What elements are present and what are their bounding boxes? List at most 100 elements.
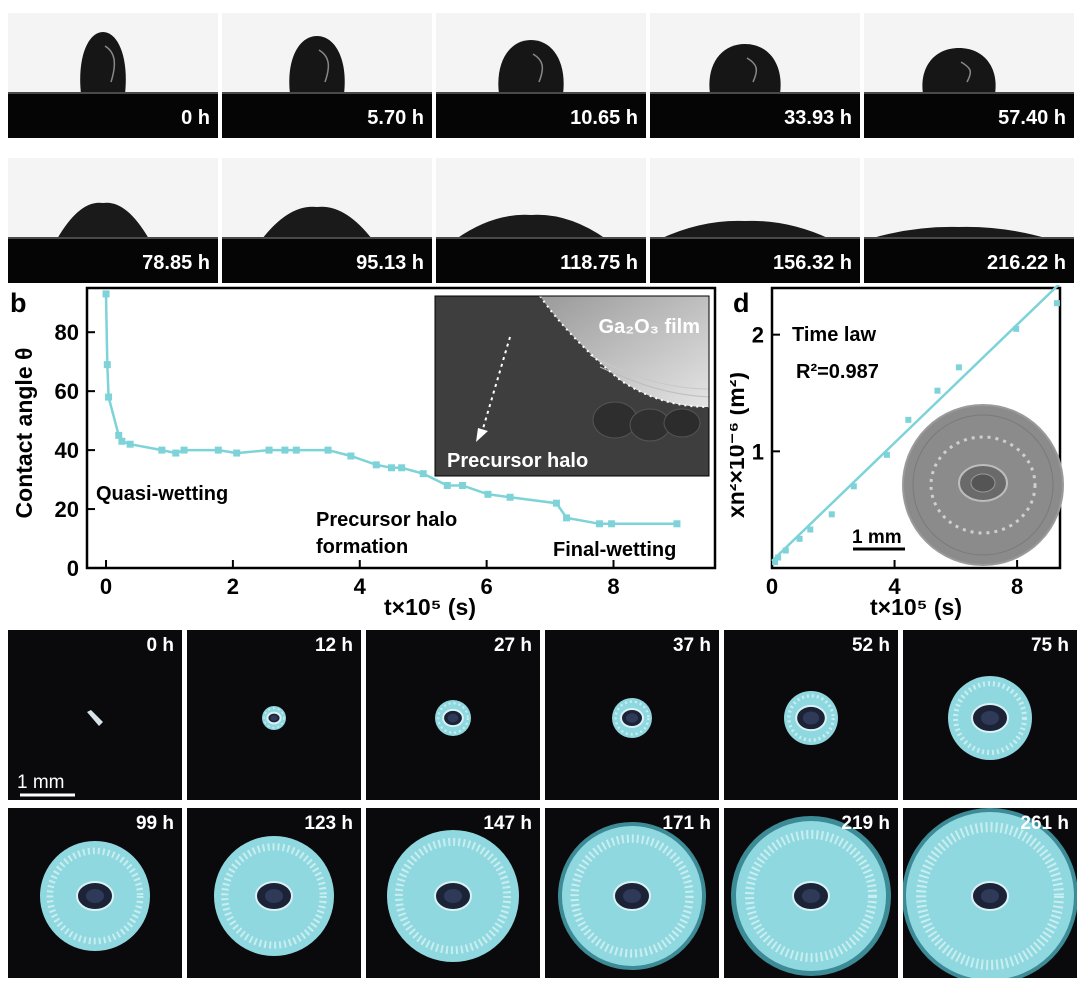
data-point xyxy=(596,520,604,528)
data-point xyxy=(782,547,789,554)
time-label: 75 h xyxy=(1030,635,1069,656)
substrate xyxy=(864,92,1074,138)
halo-image xyxy=(387,830,519,962)
inset-halo-label: Precursor halo xyxy=(447,450,588,472)
fit-line xyxy=(771,285,1061,562)
time-label: 118.75 h xyxy=(560,252,638,274)
droplet-frame: 57.40 h xyxy=(864,13,1074,138)
data-point xyxy=(158,446,166,454)
droplet-shape xyxy=(869,226,1049,239)
plot-frame xyxy=(85,286,717,570)
x-tick-label: 2 xyxy=(227,574,239,599)
data-point xyxy=(324,446,332,454)
data-point xyxy=(115,431,123,439)
halo-frame: 37 h xyxy=(545,630,719,800)
time-label: 12 h xyxy=(314,635,353,656)
time-label: 216.22 h xyxy=(987,252,1066,274)
halo-image xyxy=(558,822,706,970)
data-point xyxy=(419,470,427,478)
droplet-frame: 33.93 h xyxy=(650,13,860,138)
substrate xyxy=(864,237,1074,283)
y-tick-label: 2 xyxy=(752,323,764,348)
x-tick-label: 8 xyxy=(607,574,619,599)
time-label: 261 h xyxy=(1020,813,1069,834)
data-point xyxy=(563,514,571,522)
x-tick-label: 6 xyxy=(481,574,493,599)
data-point xyxy=(387,464,395,472)
substrate xyxy=(436,237,646,283)
substrate xyxy=(222,92,432,138)
data-point xyxy=(126,440,134,448)
halo-frame: 52 h xyxy=(724,630,898,800)
halo-image xyxy=(435,700,471,736)
data-point xyxy=(172,449,180,457)
time-label: 78.85 h xyxy=(142,252,210,274)
halo-image xyxy=(731,816,891,976)
data-point xyxy=(850,483,857,490)
precursor-halo-formation-label-1: Precursor halo xyxy=(316,509,457,531)
data-point xyxy=(118,437,126,445)
x-tick-label: 0 xyxy=(766,574,778,599)
halo-frame: 219 h xyxy=(724,808,898,978)
d-scalebar-label: 1 mm xyxy=(852,527,902,548)
data-point xyxy=(807,526,814,533)
data-point xyxy=(265,446,273,454)
b-xaxis-label: t×10⁵ (s) xyxy=(384,594,476,620)
data-point xyxy=(552,499,560,507)
halo-frame: 171 h xyxy=(545,808,719,978)
data-point xyxy=(372,461,380,469)
substrate xyxy=(436,92,646,138)
substrate xyxy=(650,92,860,138)
time-law-title: Time law xyxy=(792,324,877,346)
halo-frame: 99 h xyxy=(8,808,182,978)
data-point xyxy=(796,535,803,542)
substrate xyxy=(8,237,218,283)
data-point xyxy=(506,493,514,501)
time-label: 27 h xyxy=(493,635,532,656)
data-point xyxy=(398,464,406,472)
data-point xyxy=(347,452,355,460)
time-label: 99 h xyxy=(135,813,174,834)
droplet-shape xyxy=(80,32,126,94)
plot-frame xyxy=(770,286,1062,570)
data-point xyxy=(905,416,912,423)
data-point xyxy=(214,446,222,454)
time-label: 123 h xyxy=(304,813,353,834)
droplet-frame: 118.75 h xyxy=(436,158,646,283)
droplet-shape xyxy=(922,48,996,94)
inset-film-label: Ga₂O₃ film xyxy=(599,316,700,338)
quasi-wetting-label: Quasi-wetting xyxy=(96,483,228,505)
droplet-frame: 95.13 h xyxy=(222,158,432,283)
data-point xyxy=(102,290,110,298)
time-label: 33.93 h xyxy=(784,107,852,129)
data-point xyxy=(934,387,941,394)
halo-image xyxy=(262,706,286,730)
droplet-frame: 78.85 h xyxy=(8,158,218,283)
data-point xyxy=(673,520,681,528)
droplet-shape xyxy=(57,202,149,239)
halo-frame: 147 h xyxy=(366,808,540,978)
time-label: 0 h xyxy=(181,107,210,129)
x-tick-label: 8 xyxy=(1011,574,1023,599)
halo-image xyxy=(784,691,838,745)
time-label: 10.65 h xyxy=(570,107,638,129)
halo-image xyxy=(948,676,1032,760)
data-point xyxy=(955,364,962,371)
halo-image xyxy=(903,808,1077,978)
data-point xyxy=(775,554,782,561)
data-point xyxy=(883,451,890,458)
y-tick-label: 1 xyxy=(752,439,764,464)
data-point xyxy=(103,361,111,369)
time-label: 219 h xyxy=(841,813,890,834)
droplet-shape xyxy=(289,36,345,94)
halo-image xyxy=(214,836,334,956)
halo-frame: 27 h xyxy=(366,630,540,800)
y-tick-label: 20 xyxy=(55,497,79,522)
droplet-frame: 0 h xyxy=(8,13,218,138)
r-squared-label: R²=0.987 xyxy=(796,361,879,383)
droplet-shape xyxy=(660,220,830,239)
halo-frame: 75 h xyxy=(903,630,1077,800)
droplet-frame: 156.32 h xyxy=(650,158,860,283)
halo-image xyxy=(612,698,652,738)
